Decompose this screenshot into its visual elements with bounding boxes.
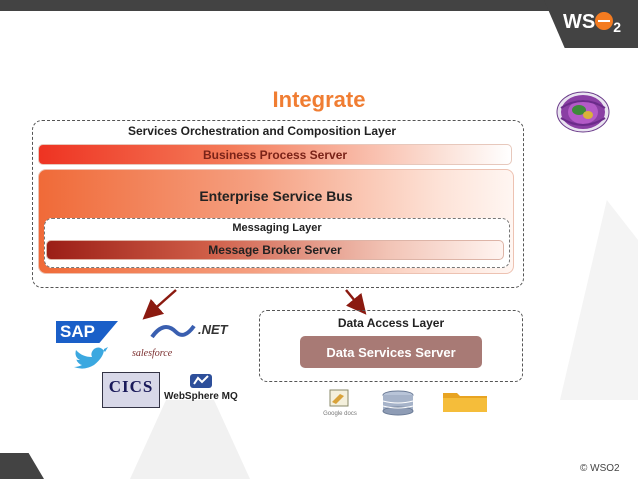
folder-icon [443, 393, 487, 412]
copyright-text: © WSO2 [580, 463, 620, 474]
twitter-icon [74, 347, 108, 369]
logo-o-icon [595, 12, 614, 30]
messaging-layer-label: Messaging Layer [232, 222, 322, 234]
data-access-layer-label: Data Access Layer [337, 316, 445, 330]
dotnet-logo-icon [150, 324, 196, 339]
websphere-mq-icon [190, 374, 212, 388]
data-access-layer-box [259, 310, 523, 382]
google-docs-icon: Google docs [323, 389, 357, 417]
background-watermark [130, 400, 250, 479]
sap-logo: SAP [56, 321, 118, 343]
bottom-corner-tab [0, 453, 44, 479]
websphere-mq-label: WebSphere MQ [164, 391, 238, 402]
data-services-server-label: Data Services Server [326, 345, 456, 360]
message-broker-server-label: Message Broker Server [208, 243, 342, 257]
globe-icon [556, 91, 610, 133]
business-process-server-label: Business Process Server [202, 148, 348, 162]
slide-title: Integrate [272, 87, 366, 112]
arrow-to-data-access [345, 289, 367, 315]
message-broker-server-bar [46, 240, 504, 260]
salesforce-logo: salesforce [132, 348, 173, 359]
top-bar [0, 0, 638, 11]
svg-text:Google docs: Google docs [323, 411, 357, 417]
dotnet-label: .NET [198, 322, 228, 337]
business-process-server-bar [38, 144, 512, 165]
background-watermark [560, 200, 638, 400]
arrow-to-systems [142, 289, 177, 320]
integration-layer-container [32, 120, 524, 288]
database-icon [382, 390, 414, 416]
cics-logo-box [102, 372, 160, 408]
data-services-server-box [300, 336, 482, 368]
enterprise-service-bus-label: Enterprise Service Bus [199, 188, 353, 204]
orchestration-layer-label: Services Orchestration and Composition L… [127, 124, 397, 138]
cics-logo-text: CICS [108, 377, 154, 396]
